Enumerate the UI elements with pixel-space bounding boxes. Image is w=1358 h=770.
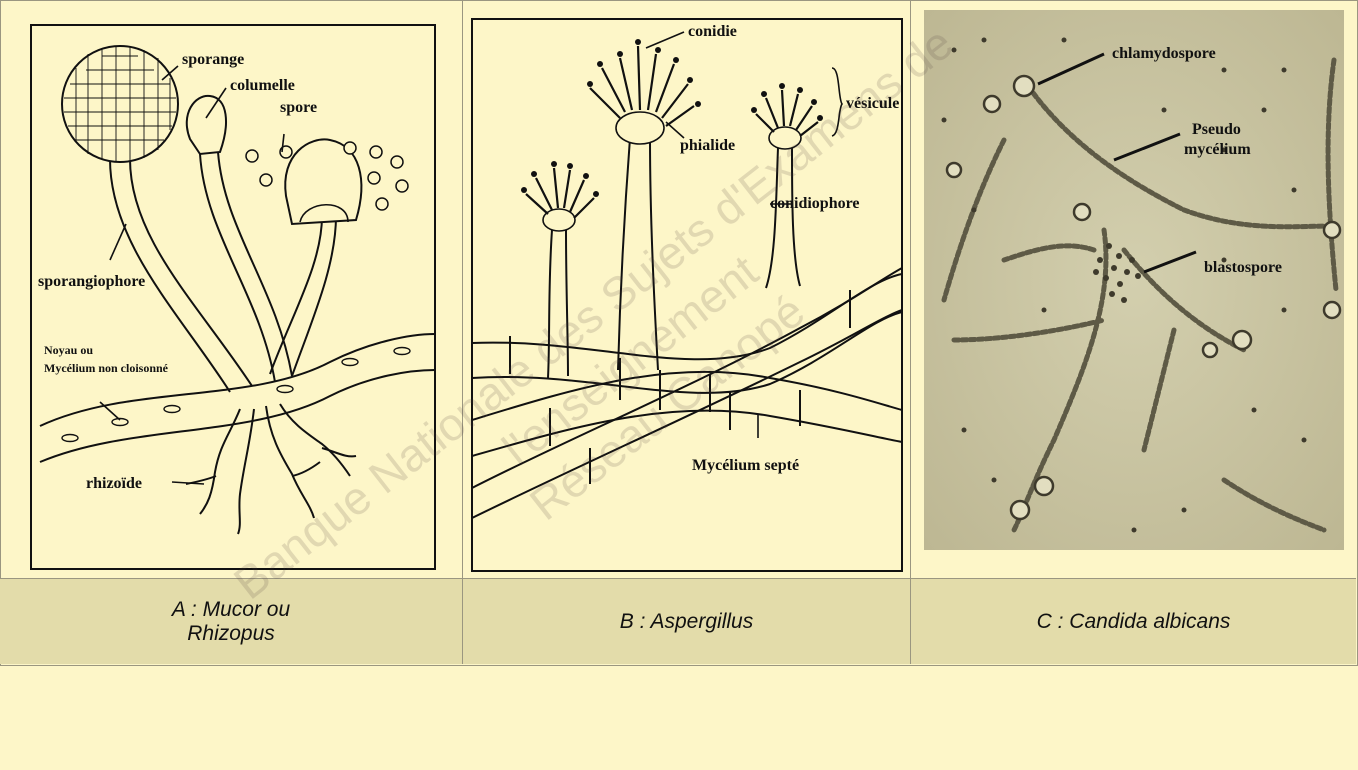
candida-micrograph: chlamydospore Pseudo mycélium blastospor… [924, 10, 1344, 550]
label-vesicule: vésicule [846, 95, 899, 112]
panel-a-mucor: sporange columelle spore sporangiophore … [30, 24, 436, 570]
label-columelle: columelle [230, 77, 295, 94]
label-pseudo-line1: Pseudo [1192, 121, 1241, 138]
label-conidiophore: conidiophore [770, 195, 860, 212]
label-noyau-line1: Noyau ou [44, 343, 93, 357]
label-spore: spore [280, 99, 317, 116]
label-pseudo-line2: mycélium [1184, 141, 1251, 158]
caption-a-line1: A : Mucor ou [172, 598, 290, 622]
label-sporangiophore: sporangiophore [38, 273, 145, 290]
label-sporange: sporange [182, 51, 244, 68]
panel-b-aspergillus: conidie vésicule phialide conidiophore M… [470, 18, 904, 574]
panel-c-candida: chlamydospore Pseudo mycélium blastospor… [924, 10, 1344, 550]
label-blastospore: blastospore [1204, 259, 1282, 276]
label-conidie: conidie [688, 23, 737, 40]
label-mycelium-septe: Mycélium septé [692, 457, 799, 474]
caption-c: C : Candida albicans [911, 579, 1356, 664]
column-divider [462, 0, 463, 664]
caption-b: B : Aspergillus [463, 579, 910, 664]
mucor-diagram: sporange columelle spore sporangiophore … [30, 24, 436, 570]
label-phialide: phialide [680, 137, 735, 154]
caption-a: A : Mucor ou Rhizopus [0, 579, 462, 664]
aspergillus-diagram: conidie vésicule phialide conidiophore M… [470, 18, 904, 574]
caption-a-line2: Rhizopus [172, 622, 290, 646]
label-chlamydospore: chlamydospore [1112, 45, 1216, 62]
column-divider [910, 0, 911, 664]
label-noyau-line2: Mycélium non cloisonné [44, 361, 169, 375]
label-rhizoide: rhizoïde [86, 475, 142, 492]
